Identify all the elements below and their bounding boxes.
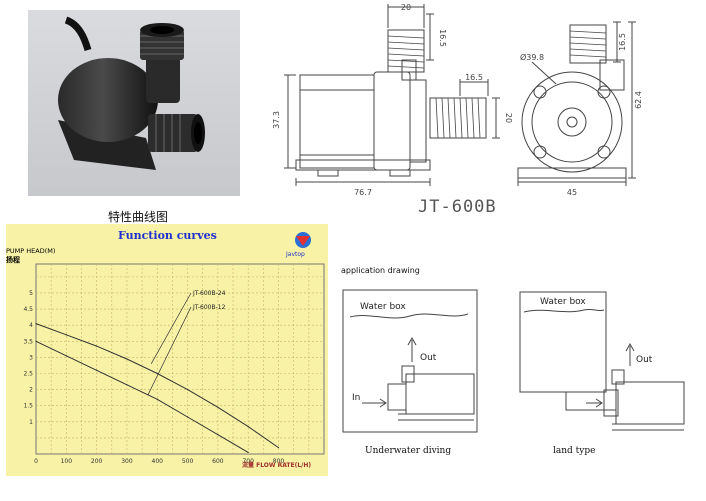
curve-series-1	[35, 340, 249, 453]
annotation-12: JT-600B-12	[192, 304, 226, 311]
curve-point	[65, 334, 67, 336]
curve-point	[156, 372, 158, 375]
underwater-water-box-label: Water box	[360, 302, 406, 312]
outlet-thread-side	[387, 29, 425, 73]
land-water-box-label: Water box	[540, 297, 586, 307]
pump-front-view	[521, 71, 623, 173]
dim-39-8: Ø39.8	[520, 52, 544, 62]
y-tick-label: 1	[29, 419, 33, 426]
product-photo	[28, 10, 240, 196]
y-tick-label: 5	[29, 290, 33, 297]
leader-line-24	[150, 292, 192, 365]
dim-16-5-top: 16.5	[438, 29, 447, 47]
curve-point	[65, 355, 67, 357]
curve-point	[96, 369, 98, 371]
x-tick-label: 0	[34, 458, 38, 465]
dim-62-4: 62.4	[634, 91, 643, 109]
y-tick-label: 3.5	[23, 338, 33, 345]
y-tick-label: 2	[29, 387, 33, 394]
y-tick-label: 1.5	[23, 403, 33, 410]
dim-76-7: 76.7	[354, 188, 372, 197]
application-drawing: Water box Out In Water box Out	[342, 289, 685, 433]
y-axis-title-cn: 扬程	[6, 256, 20, 264]
x-tick-label: 800	[273, 458, 285, 465]
dim-45: 45	[567, 188, 577, 197]
caption-land: land type	[553, 446, 596, 456]
function-curves-chart: 0 100 200 300 400 500 600 700 800 1 1.5 2 2.5 3 3.5 4 4.…	[23, 263, 325, 465]
curve-point	[96, 345, 98, 347]
land-out-label: Out	[636, 355, 653, 365]
chart-title: Function curves	[118, 229, 217, 242]
annotation-24: JT-600B-24	[192, 290, 226, 297]
y-tick-label: 3	[29, 354, 33, 361]
caption-underwater: Underwater diving	[365, 446, 452, 456]
pump-photo-illustration	[28, 10, 240, 196]
curve-point	[156, 398, 158, 400]
y-tick-label: 2.5	[23, 370, 33, 377]
outlet-thread-front	[569, 24, 607, 64]
plot-frame	[35, 263, 325, 455]
curve-point	[35, 322, 37, 325]
y-tick-label: 4	[29, 322, 33, 329]
motor-housing-side	[299, 74, 375, 169]
curve-point	[247, 426, 249, 428]
x-tick-label: 300	[121, 458, 133, 465]
curve-point	[277, 446, 280, 449]
x-tick-label: 500	[182, 458, 194, 465]
y-axis-title-en: PUMP HEAD(M)	[6, 247, 56, 255]
model-label: JT-600B	[418, 197, 497, 217]
x-tick-label: 100	[61, 458, 73, 465]
curve-point	[126, 358, 128, 360]
curve-point	[217, 406, 219, 408]
x-tick-label: 600	[212, 458, 224, 465]
dim-16-5-right: 16.5	[618, 33, 627, 51]
x-tick-label: 400	[152, 458, 164, 465]
x-tick-label: 200	[91, 458, 103, 465]
javtop-logo	[290, 230, 316, 252]
curve-point	[35, 340, 37, 342]
dim-20-side: 20	[504, 113, 513, 123]
curve-point	[186, 388, 189, 391]
technical-drawing: 20 16.5 37.3 76.7 16.5 20 Ø39.8 16.5 62.…	[272, 3, 643, 197]
curve-point	[247, 451, 249, 453]
curve-point	[186, 416, 189, 418]
leader-line-12	[147, 306, 192, 395]
dim-16-5-side: 16.5	[465, 73, 483, 82]
curve-point	[217, 434, 219, 436]
x-tick-label: 700	[242, 458, 254, 465]
javtop-brand: Javtop	[286, 251, 305, 258]
curves-title-cn: 特性曲线图	[108, 210, 169, 224]
underwater-in-label: In	[352, 393, 360, 403]
inlet-thread-side	[429, 97, 487, 139]
underwater-water-box	[342, 289, 478, 433]
curve-point	[126, 384, 128, 386]
javtop-logo-icon	[295, 232, 311, 248]
function-curves-panel: Function curves PUMP HEAD(M) 扬程 Javtop 0…	[6, 224, 328, 476]
y-tick-label: 4.5	[23, 306, 33, 313]
land-water-box	[519, 291, 607, 393]
x-axis-title: 流量 FLOW RATE(L/H)	[242, 462, 312, 469]
underwater-out-label: Out	[420, 353, 437, 363]
application-title: application drawing	[341, 266, 420, 275]
dim-20-top: 20	[401, 3, 411, 12]
dim-37-3: 37.3	[272, 111, 281, 129]
